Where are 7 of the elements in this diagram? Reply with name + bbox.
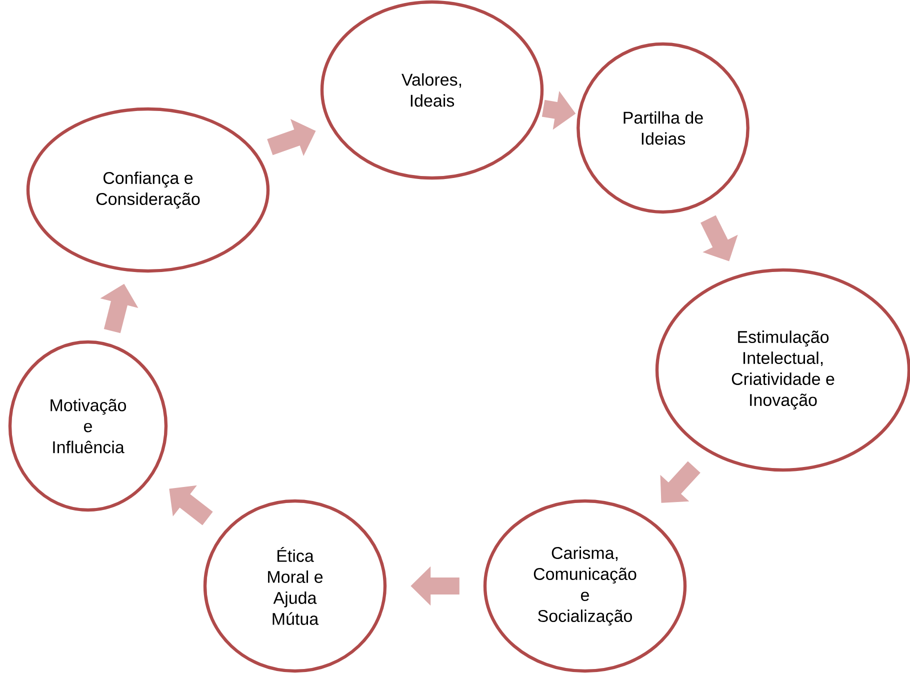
circle-node: Carisma, Comunicação e Socialização [483,499,687,673]
circle-node: Confiança e Consideração [26,107,270,273]
circle-node: Ética Moral e Ajuda Mútua [203,499,387,673]
block-arrow [660,461,700,503]
circle-node: Partilha de Ideias [576,42,750,214]
circle-node: Motivação e Influência [8,340,168,512]
circle-node: Valores, Ideais [320,0,544,180]
